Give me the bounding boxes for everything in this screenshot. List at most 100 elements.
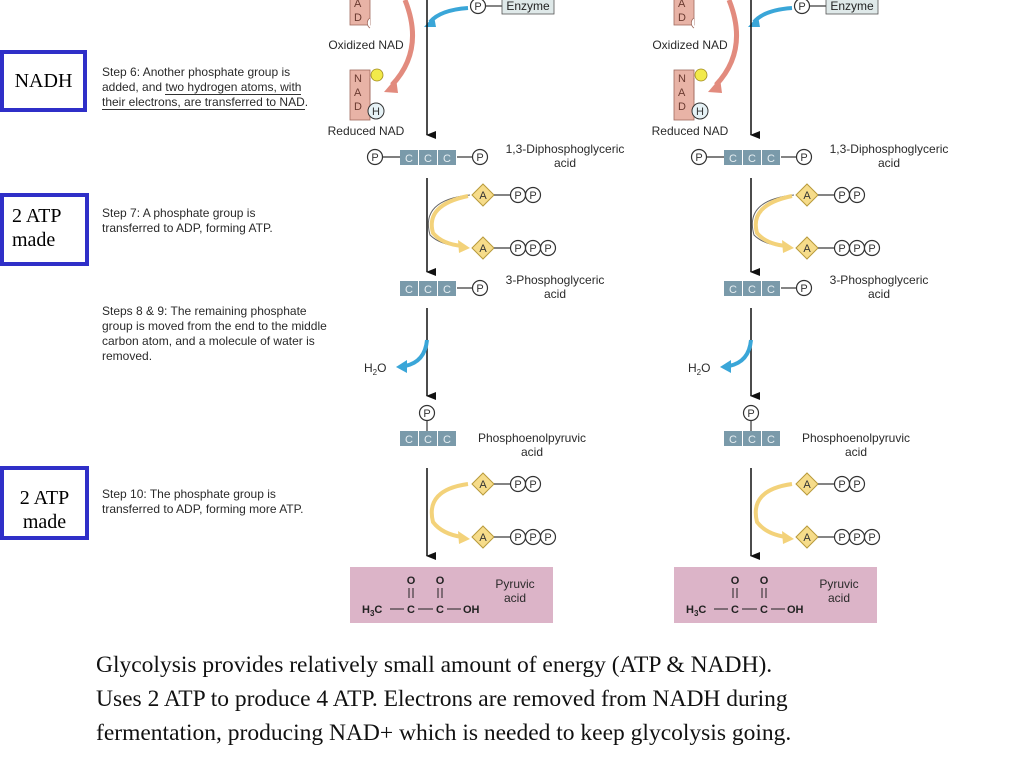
atp-formation-arrow bbox=[753, 194, 793, 248]
adp-phosphate-label: P bbox=[838, 479, 845, 491]
nadh-callout-label: NADH bbox=[14, 70, 73, 92]
phosphate-label: P bbox=[476, 283, 483, 295]
adenosine-label: A bbox=[803, 532, 811, 544]
nad-binding-site bbox=[366, 17, 371, 29]
atp-phosphate-label: P bbox=[514, 243, 521, 255]
carbon-label: C bbox=[424, 284, 432, 296]
adenosine-diamond bbox=[795, 472, 819, 496]
carbon-block bbox=[743, 150, 761, 165]
nad-letter: A bbox=[354, 0, 362, 10]
step6-suffix: . bbox=[304, 95, 309, 109]
caption: Glycolysis provides relatively small amo… bbox=[96, 648, 996, 750]
carbon-block bbox=[743, 431, 761, 446]
carbon-label: C bbox=[767, 153, 775, 165]
atp-phosphate-label: P bbox=[544, 532, 551, 544]
methyl-group: H3C bbox=[362, 604, 382, 618]
adp-phosphate-label: P bbox=[514, 190, 521, 202]
pyruvic-acid-name-line2: acid bbox=[828, 591, 850, 605]
nad-letter: D bbox=[354, 101, 362, 113]
adenosine-label: A bbox=[479, 532, 487, 544]
phosphate bbox=[795, 279, 813, 297]
caption-line1: Glycolysis provides relatively small amo… bbox=[96, 652, 773, 678]
carbonyl-carbon: C bbox=[731, 604, 739, 616]
phosphate bbox=[690, 148, 708, 166]
carboxyl-carbon: C bbox=[436, 604, 444, 616]
atp-formation-arrowhead bbox=[782, 531, 794, 544]
carbon-label: C bbox=[748, 153, 756, 165]
adp-phosphate bbox=[524, 186, 542, 204]
enzyme-phosphate bbox=[793, 0, 811, 15]
nad-letter: D bbox=[354, 12, 362, 24]
adp-phosphate-label: P bbox=[853, 479, 860, 491]
carbon-block bbox=[762, 431, 780, 446]
nad-binding-site bbox=[690, 17, 695, 29]
hydrogen-transfer-arrowhead bbox=[384, 78, 398, 93]
carbon-block bbox=[419, 281, 437, 296]
atp-formation-arrowhead bbox=[782, 240, 794, 253]
electron-dot bbox=[694, 68, 708, 82]
carbon-label: C bbox=[443, 284, 451, 296]
enzyme-phosphate-label: P bbox=[798, 1, 805, 13]
enzyme-phosphate-label: P bbox=[474, 1, 481, 13]
reduced-nad-label: Reduced NAD bbox=[652, 124, 729, 138]
step10-text: Step 10: The phosphate group is transfer… bbox=[102, 487, 304, 516]
phosphate-transfer-arrowhead bbox=[748, 16, 760, 27]
carbon-block bbox=[724, 150, 742, 165]
carbon-label: C bbox=[405, 284, 413, 296]
adenosine-diamond bbox=[471, 472, 495, 496]
atp-phosphate bbox=[539, 528, 557, 546]
step6-prefix: Step 6: Another phosphate group is added… bbox=[102, 65, 291, 94]
adenosine-label: A bbox=[479, 190, 487, 202]
adenosine-diamond bbox=[471, 236, 495, 260]
adp-phosphate-label: P bbox=[853, 190, 860, 202]
carbon-block bbox=[762, 281, 780, 296]
water-removal-arrowhead bbox=[720, 360, 731, 373]
diphosphoglyceric-acid-name-line1: 1,3-Diphosphoglyceric bbox=[506, 142, 625, 156]
adenosine-diamond bbox=[471, 183, 495, 207]
atp-formation-arrow bbox=[429, 482, 469, 539]
diphosphoglyceric-acid-name-line2: acid bbox=[878, 156, 900, 170]
step8-9-text: Steps 8 & 9: The remaining phosphate gro… bbox=[102, 304, 327, 363]
nad-letter: A bbox=[678, 87, 686, 99]
phosphate-transfer-arrow bbox=[428, 6, 469, 24]
adenosine-diamond bbox=[795, 236, 819, 260]
carbon-block bbox=[400, 431, 418, 446]
atp-phosphate-label: P bbox=[529, 532, 536, 544]
carboxyl-carbon: C bbox=[760, 604, 768, 616]
hydrogen-transfer-arrow bbox=[714, 0, 740, 87]
pyruvic-acid-name-line2: acid bbox=[504, 591, 526, 605]
adenosine-label: A bbox=[803, 190, 811, 202]
atp-callout-line2: made bbox=[12, 229, 56, 251]
enzyme-phosphate bbox=[469, 0, 487, 15]
atp-callout-line1: 2 ATP bbox=[12, 205, 62, 227]
phosphoglyceric-acid-name-line1: 3-Phosphoglyceric bbox=[830, 273, 929, 287]
enzyme-label: Enzyme bbox=[506, 0, 550, 13]
enzyme-box bbox=[501, 0, 555, 15]
carbon-label: C bbox=[748, 284, 756, 296]
phosphate bbox=[471, 148, 489, 166]
enzyme-box bbox=[825, 0, 879, 15]
adenosine-label: A bbox=[803, 479, 811, 491]
adp-phosphate bbox=[848, 475, 866, 493]
adp-phosphate-label: P bbox=[838, 190, 845, 202]
carbon-label: C bbox=[405, 153, 413, 165]
atp-phosphate-label: P bbox=[868, 243, 875, 255]
phosphate bbox=[471, 279, 489, 297]
carbon-block bbox=[438, 281, 456, 296]
nadh-callout: NADH bbox=[0, 50, 87, 112]
atp-phosphate-label: P bbox=[853, 243, 860, 255]
oxidized-nad-label: Oxidized NAD bbox=[328, 38, 404, 52]
hydroxyl-group: OH bbox=[463, 604, 480, 616]
atp-phosphate bbox=[863, 528, 881, 546]
step7-text: Step 7: A phosphate group is transferred… bbox=[102, 206, 273, 235]
water-label: H2O bbox=[688, 361, 710, 377]
water-label: H2O bbox=[364, 361, 386, 377]
adp-phosphate-label: P bbox=[529, 479, 536, 491]
phosphate-label: P bbox=[476, 152, 483, 164]
reduced-nad-label: Reduced NAD bbox=[328, 124, 405, 138]
adenosine-label: A bbox=[479, 243, 487, 255]
oxidized-nad-block bbox=[673, 0, 695, 26]
phosphoenolpyruvic-acid-name-line2: acid bbox=[845, 445, 867, 459]
atp-phosphate-label: P bbox=[544, 243, 551, 255]
